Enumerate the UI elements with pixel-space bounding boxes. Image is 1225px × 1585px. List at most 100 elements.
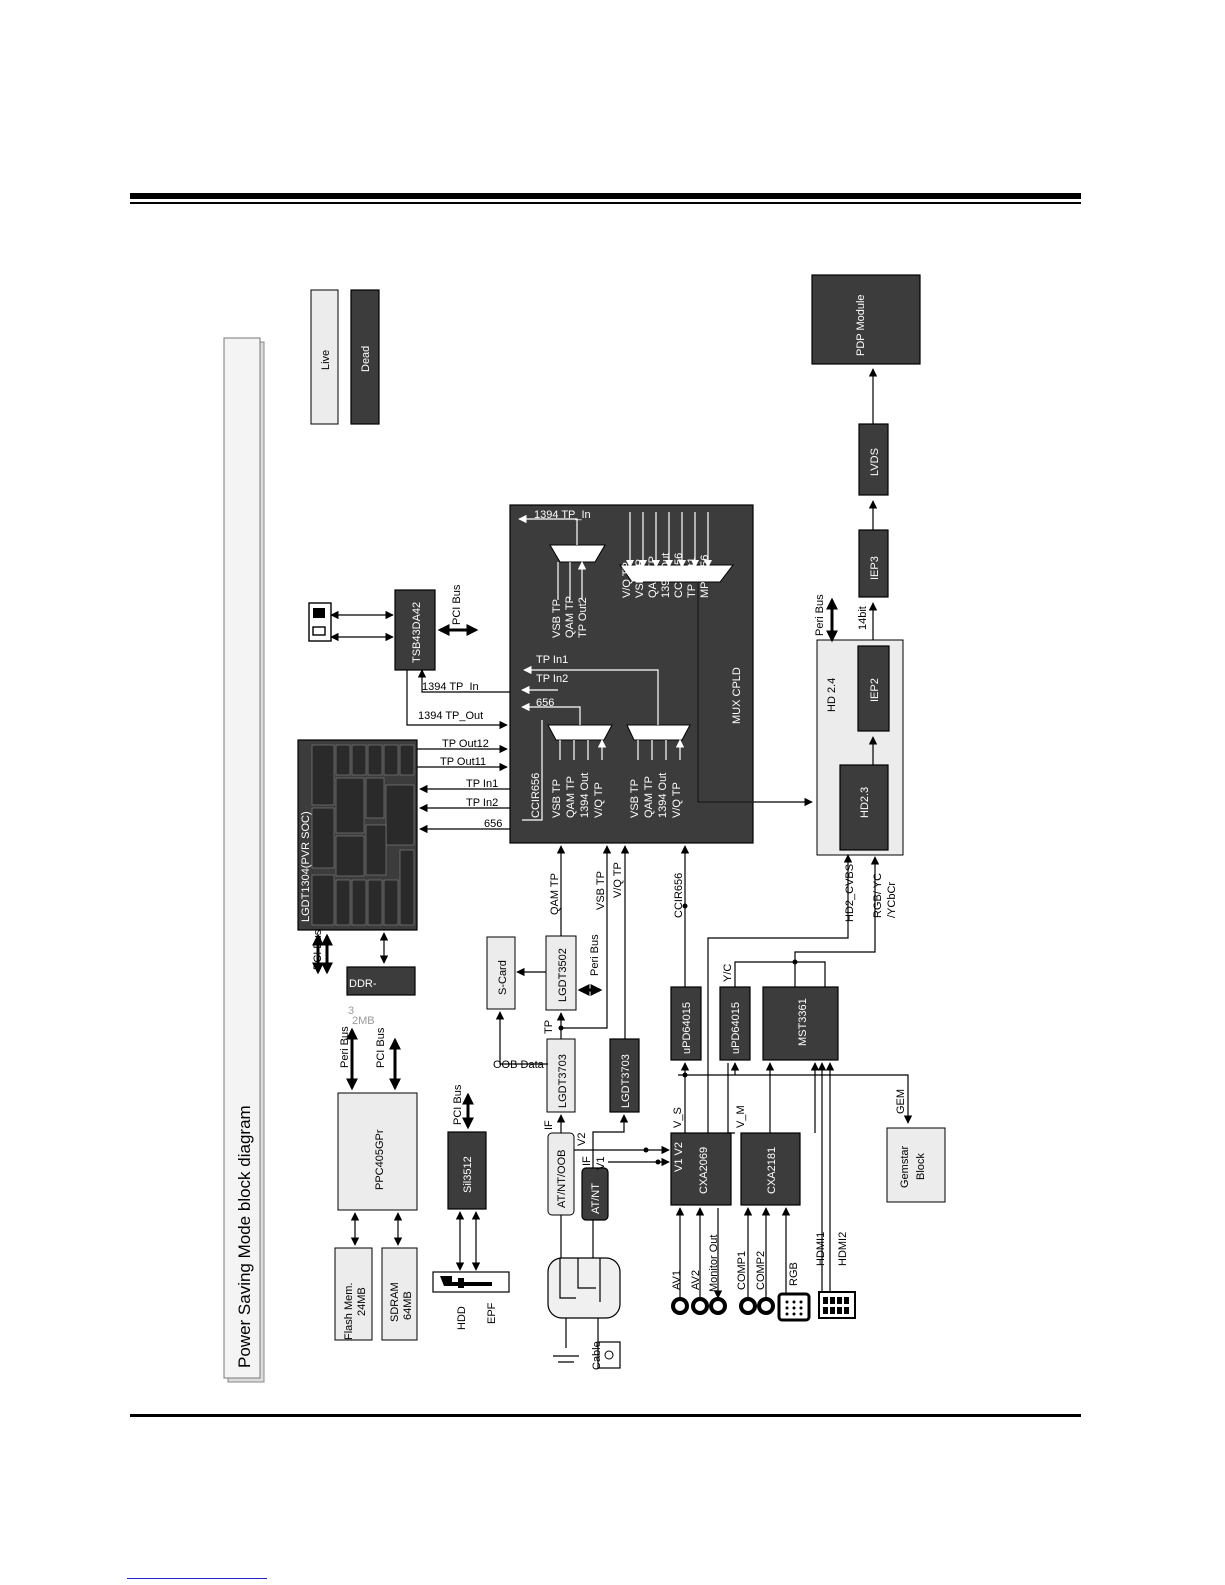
label-peri-bus-ppc: Peri Bus <box>339 1026 351 1068</box>
mux-tp-in2: TP In2 <box>536 673 568 685</box>
rf-splitter: Cable <box>547 1257 621 1370</box>
tsb-block: TSB43DA42 <box>394 589 436 671</box>
mux-b-tpout1: TP Out1 <box>686 557 698 598</box>
iep3-label: IEP3 <box>869 556 881 580</box>
label-v-s: V_S <box>672 1107 684 1128</box>
mux-cpld-block: MUX CPLD 1394 TP_In TP In1 <box>509 504 810 844</box>
mux-ccir656: CCIR656 <box>530 773 542 818</box>
legend-live-swatch <box>310 289 339 425</box>
mux-b-vsb: VSB TP <box>634 559 646 598</box>
label-pci-bus-soc: PCI Bus <box>312 929 324 970</box>
iep3-block: IEP3 <box>858 529 889 598</box>
tsb-label: TSB43DA42 <box>411 602 423 663</box>
mux-a-vsb: VSB TP <box>551 599 563 638</box>
label-tp-out12: TP Out12 <box>442 738 489 750</box>
mst-label: MST3361 <box>797 998 809 1046</box>
upd1-block: uPD64015 <box>670 986 702 1061</box>
hd24-label: HD 2.4 <box>826 678 838 712</box>
label-v1: V1 <box>595 1157 607 1170</box>
label-oob-data: OOB Data <box>493 1059 545 1071</box>
mux-1394-tp-in: 1394 TP_In <box>534 509 591 521</box>
mux-c-vq: V/Q TP <box>593 782 605 818</box>
cxa2069-label: CXA2069 <box>698 1147 710 1194</box>
lvds-label: LVDS <box>869 448 881 476</box>
label-if-1: IF <box>543 1120 555 1130</box>
upd1-label: uPD64015 <box>681 1002 693 1054</box>
epf-label: EPF <box>486 1302 498 1324</box>
scard-label: S-Card <box>497 960 509 995</box>
label-gem: GEM <box>895 1089 907 1114</box>
ddr-block: DDR- 3 2MB <box>346 966 416 1027</box>
sdram-size: 64MB <box>402 1291 414 1320</box>
footer-rule <box>130 1414 1081 1417</box>
tuner2-label: AT/NT <box>590 1183 602 1214</box>
cxa2181-block: CXA2181 <box>740 1132 801 1206</box>
label-hdmi2: HDMI2 <box>837 1232 849 1266</box>
label-pci-bus-tsb: PCI Bus <box>451 584 463 625</box>
legend-dead-swatch <box>350 289 380 425</box>
label-1394-tp-out: 1394 TP_Out <box>418 710 483 722</box>
ppc-block: PPC405GPr <box>337 1092 418 1211</box>
label-peri-bus-hd: Peri Bus <box>814 594 826 636</box>
label-comp2: COMP2 <box>755 1251 767 1290</box>
ddr-size: 3 <box>348 1005 354 1017</box>
cxa2069-block: V1 V2 CXA2069 <box>670 1132 732 1206</box>
iep2-label: IEP2 <box>869 678 881 702</box>
hd24-block: HD 2.4 HD2.3 IEP2 <box>816 639 904 856</box>
label-vq-tp: V/Q TP <box>612 862 624 898</box>
label-monitor-out: Monitor Out <box>708 1235 720 1292</box>
mux-tp-in1: TP In1 <box>536 654 568 666</box>
sdram-label: SDRAM <box>389 1282 401 1322</box>
tuner2-block: AT/NT <box>581 1167 609 1221</box>
firewire-connector <box>308 602 332 642</box>
legend: Live Dead <box>310 289 380 425</box>
label-comp1: COMP1 <box>736 1251 748 1290</box>
upd2-block: uPD64015 <box>719 986 751 1061</box>
lgdt3502-block: LGDT3502 <box>545 935 577 1011</box>
ddr-label: DDR- <box>349 978 377 990</box>
label-pci-bus-ppc: PCI Bus <box>375 1027 387 1068</box>
scard-block: S-Card <box>486 936 516 1010</box>
label-v-m: V_M <box>735 1105 747 1128</box>
mux-b-ccir656: CCIR656 <box>673 553 685 598</box>
lgdt3703b-label: LGDT3703 <box>620 1054 632 1108</box>
hdd-label: HDD <box>456 1306 468 1330</box>
label-rgb: RGB <box>788 1262 800 1286</box>
flash-label: Flash Mem. <box>343 1283 355 1340</box>
gemstar-label-2: Block <box>915 1153 927 1180</box>
lvds-block: LVDS <box>858 423 889 496</box>
upd2-label: uPD64015 <box>730 1002 742 1054</box>
flash-size: 24MB <box>356 1287 368 1316</box>
mux-c-vsb: VSB TP <box>551 779 563 818</box>
diagram-title: Power Saving Mode block diagram <box>235 1105 254 1368</box>
mst-block: MST3361 <box>762 986 839 1061</box>
label-qam-tp: QAM TP <box>549 873 561 915</box>
mux-c-qam: QAM TP <box>565 776 577 818</box>
footer-link-underline <box>127 1578 267 1579</box>
title-panel: Power Saving Mode block diagram <box>223 337 265 1383</box>
label-1394-tp-in: 1394 TP_In <box>422 681 479 693</box>
mux-d-vsb: VSB TP <box>629 779 641 818</box>
mux-a-tpout2: TP Out2 <box>577 597 589 638</box>
label-yc: Y/C <box>722 964 734 982</box>
lgdt3703b-block: LGDT3703 <box>609 1038 640 1113</box>
label-tp: TP <box>543 1020 555 1034</box>
mux-c-1394out: 1394 Out <box>579 773 591 818</box>
gemstar-block: Gemstar Block <box>886 1127 946 1203</box>
mux-b-vq: V/Q TP <box>621 562 633 598</box>
sil-block: Sil3512 <box>447 1131 487 1210</box>
mux-d-1394out: 1394 Out <box>657 773 669 818</box>
header-rule-thick <box>130 193 1081 199</box>
label-v2: V2 <box>576 1133 588 1146</box>
cxa2069-v-label: V1 V2 <box>673 1142 685 1172</box>
mux-d-vq: V/Q TP <box>671 782 683 818</box>
ppc-label: PPC405GPr <box>374 1129 386 1190</box>
label-hd2-cvbs: HD2_CVBS <box>844 864 856 922</box>
label-av1: AV1 <box>671 1270 683 1290</box>
label-656: 656 <box>484 818 502 830</box>
label-tp-out11: TP Out11 <box>440 756 486 768</box>
pvr-soc-block: LGDT1304(PVR SOC) <box>297 739 418 931</box>
pvr-soc-label: LGDT1304(PVR SOC) <box>300 811 312 922</box>
label-peri-bus-3502: Peri Bus <box>589 934 601 976</box>
pdp-label: PDP Module <box>855 294 867 356</box>
